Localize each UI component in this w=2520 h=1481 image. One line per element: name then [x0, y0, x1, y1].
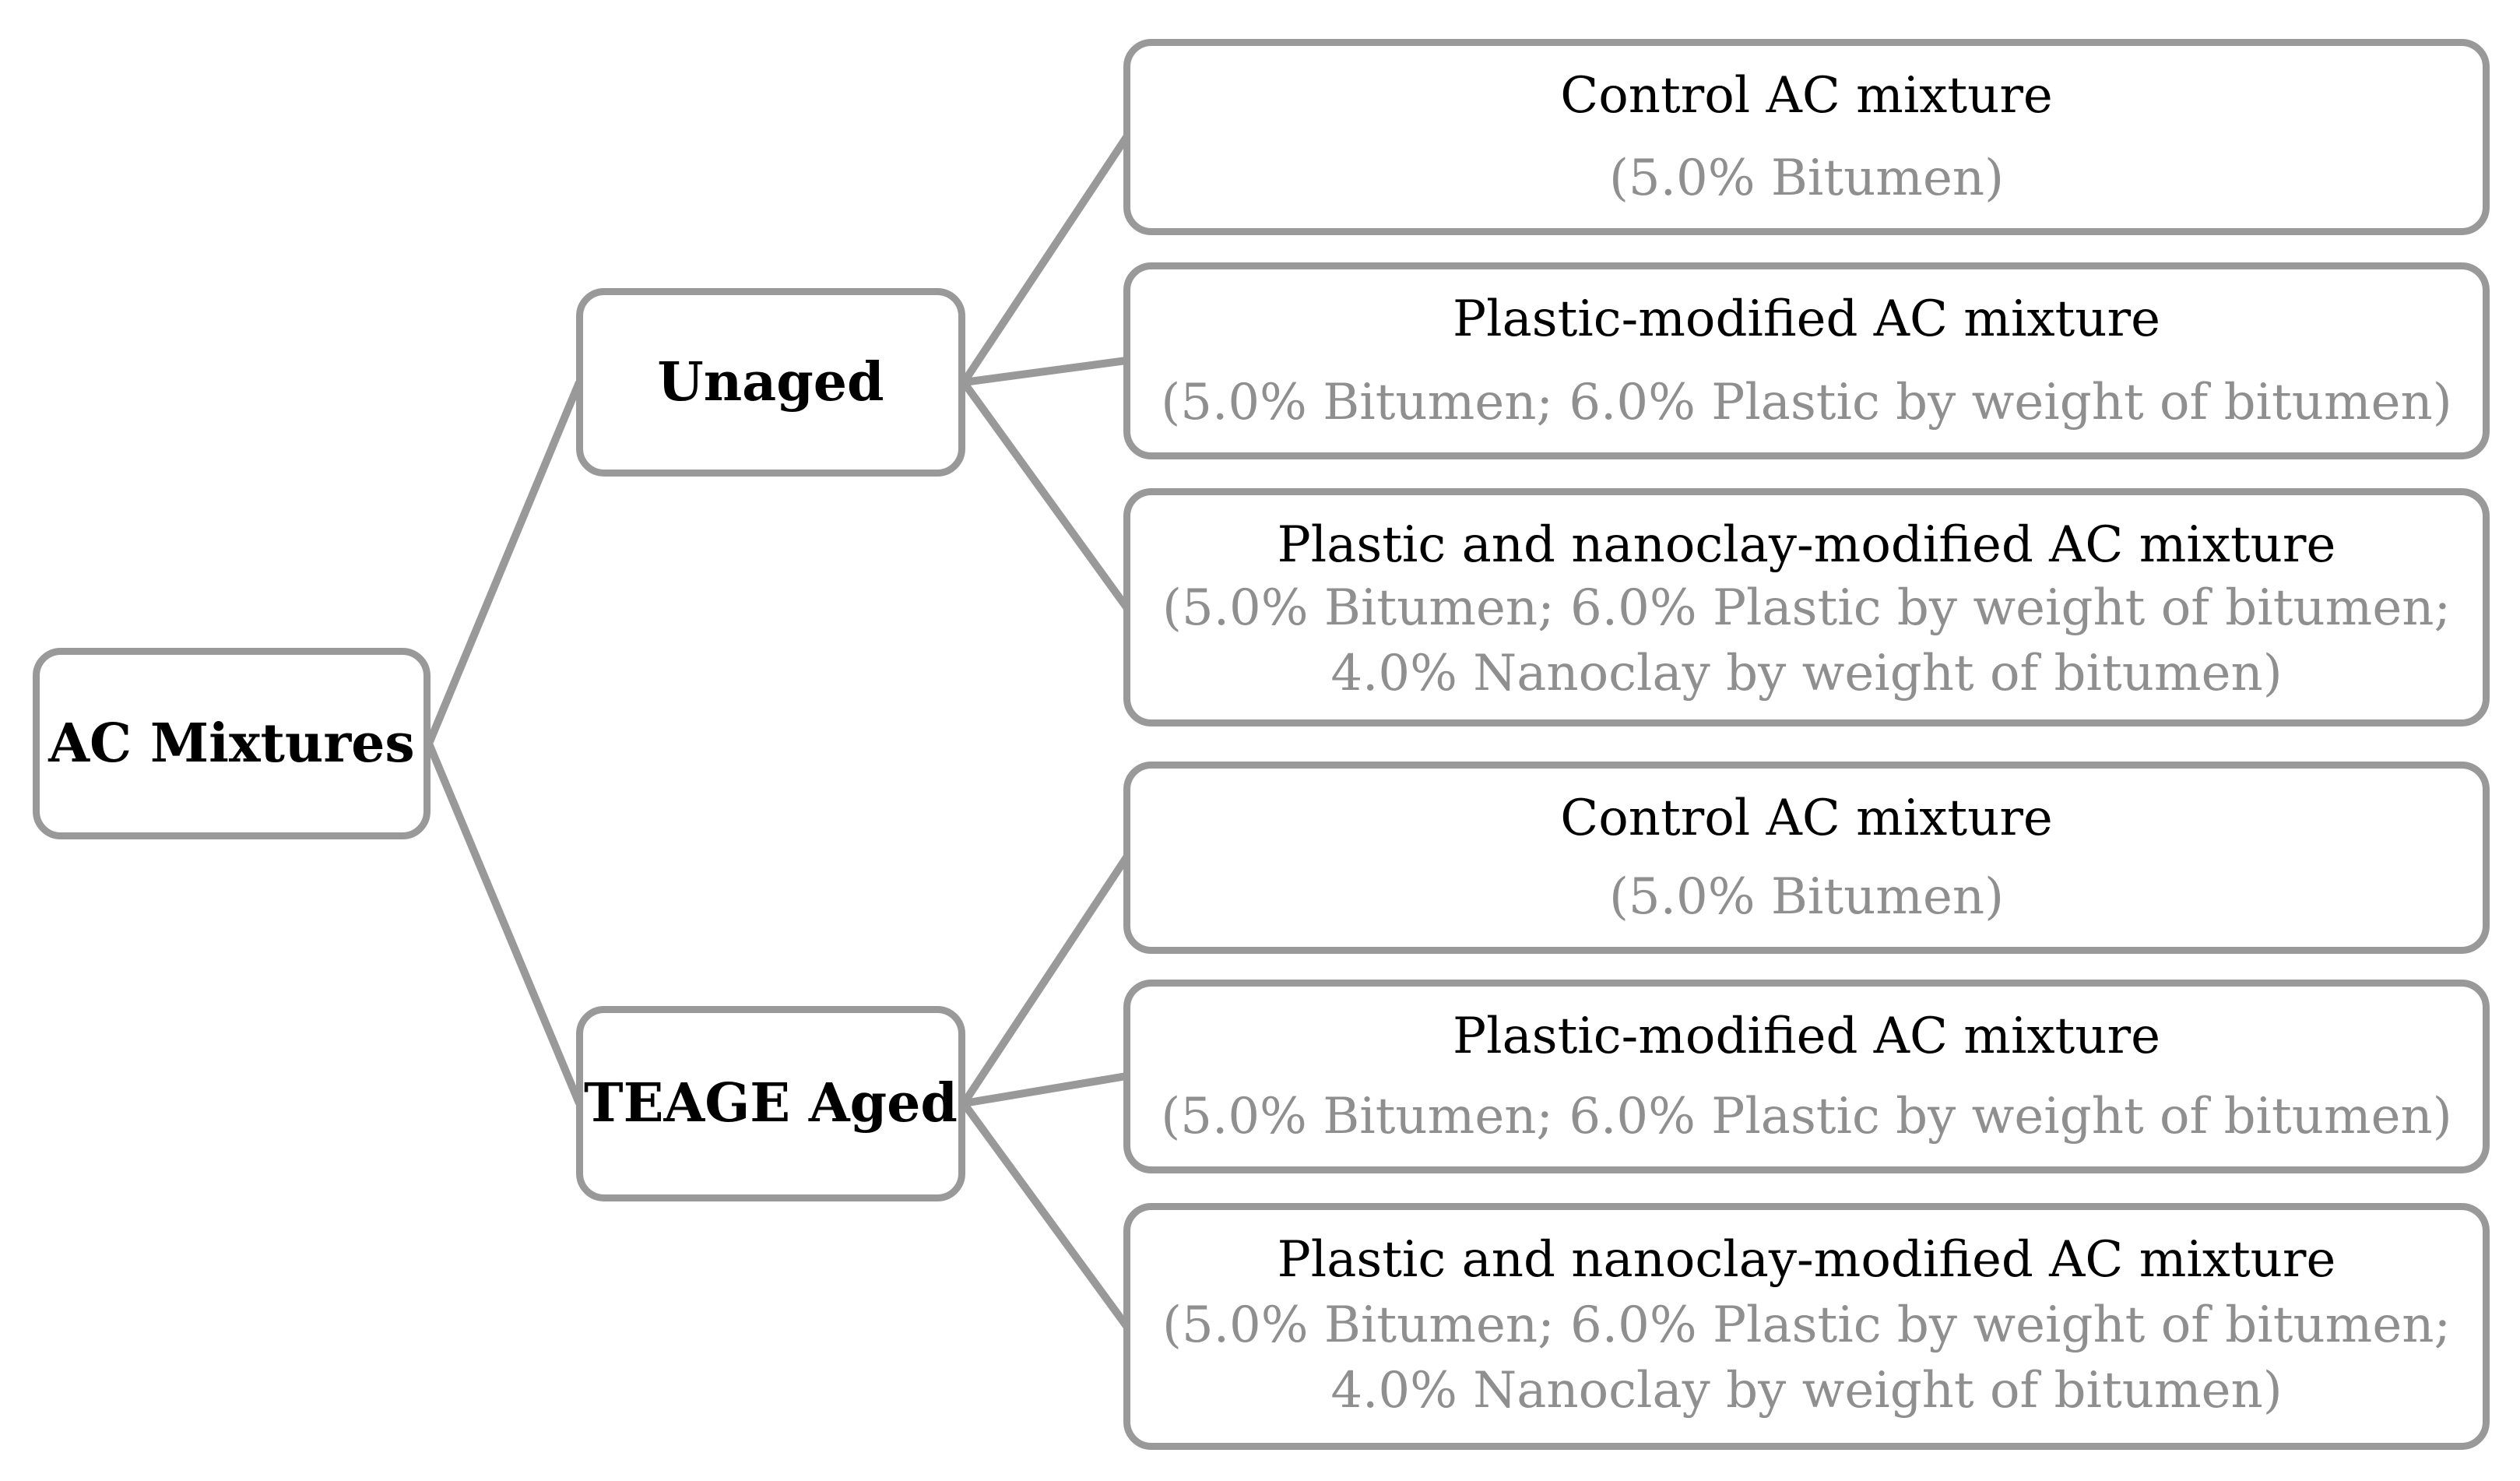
branch-node-unaged: Unaged [576, 288, 965, 477]
leaf-subtitle-line2: 4.0% Nanoclay by weight of bitumen) [1330, 645, 2283, 702]
leaf-node-unaged-plastic-nanoclay: Plastic and nanoclay-modified AC mixture… [1123, 488, 2490, 726]
leaf-subtitle: (5.0% Bitumen; 6.0% Plastic by weight of… [1161, 1088, 2452, 1145]
root-node-ac-mixtures: AC Mixtures [33, 648, 431, 839]
branch-label: Unaged [657, 350, 884, 413]
connector-root-unaged [425, 381, 583, 745]
leaf-title: Plastic-modified AC mixture [1453, 290, 2160, 348]
leaf-title: Control AC mixture [1560, 790, 2053, 847]
leaf-node-unaged-control: Control AC mixture (5.0% Bitumen) [1123, 39, 2490, 235]
leaf-subtitle: (5.0% Bitumen) [1608, 868, 2005, 926]
leaf-node-teage-plastic: Plastic-modified AC mixture (5.0% Bitume… [1123, 980, 2490, 1173]
leaf-subtitle: (5.0% Bitumen) [1608, 150, 2005, 207]
branch-label: TEAGE Aged [584, 1072, 958, 1135]
leaf-node-teage-control: Control AC mixture (5.0% Bitumen) [1123, 762, 2490, 954]
connector-unaged-leaf1 [960, 135, 1130, 385]
leaf-subtitle: (5.0% Bitumen; 6.0% Plastic by weight of… [1162, 575, 2451, 706]
branch-node-teage-aged: TEAGE Aged [576, 1006, 965, 1201]
leaf-node-unaged-plastic: Plastic-modified AC mixture (5.0% Bitume… [1123, 262, 2490, 459]
leaf-title: Control AC mixture [1560, 67, 2053, 125]
leaf-subtitle: (5.0% Bitumen; 6.0% Plastic by weight of… [1161, 374, 2452, 431]
root-label: AC Mixtures [48, 712, 415, 775]
leaf-subtitle-line1: (5.0% Bitumen; 6.0% Plastic by weight of… [1162, 1296, 2451, 1354]
leaf-subtitle-line2: 4.0% Nanoclay by weight of bitumen) [1330, 1362, 2283, 1419]
leaf-subtitle: (5.0% Bitumen; 6.0% Plastic by weight of… [1162, 1293, 2451, 1423]
leaf-title: Plastic and nanoclay-modified AC mixture [1277, 1231, 2336, 1289]
connector-unaged-leaf2 [963, 357, 1127, 386]
connector-root-teage [425, 742, 583, 1105]
leaf-title: Plastic-modified AC mixture [1453, 1008, 2160, 1065]
leaf-subtitle-line1: (5.0% Bitumen; 6.0% Plastic by weight of… [1162, 579, 2451, 637]
connector-unaged-leaf3 [960, 380, 1130, 610]
connector-teage-leaf4 [960, 855, 1130, 1106]
connector-teage-leaf5 [963, 1072, 1127, 1107]
connector-teage-leaf6 [960, 1101, 1130, 1328]
leaf-title: Plastic and nanoclay-modified AC mixture [1277, 516, 2336, 574]
leaf-node-teage-plastic-nanoclay: Plastic and nanoclay-modified AC mixture… [1123, 1203, 2490, 1450]
